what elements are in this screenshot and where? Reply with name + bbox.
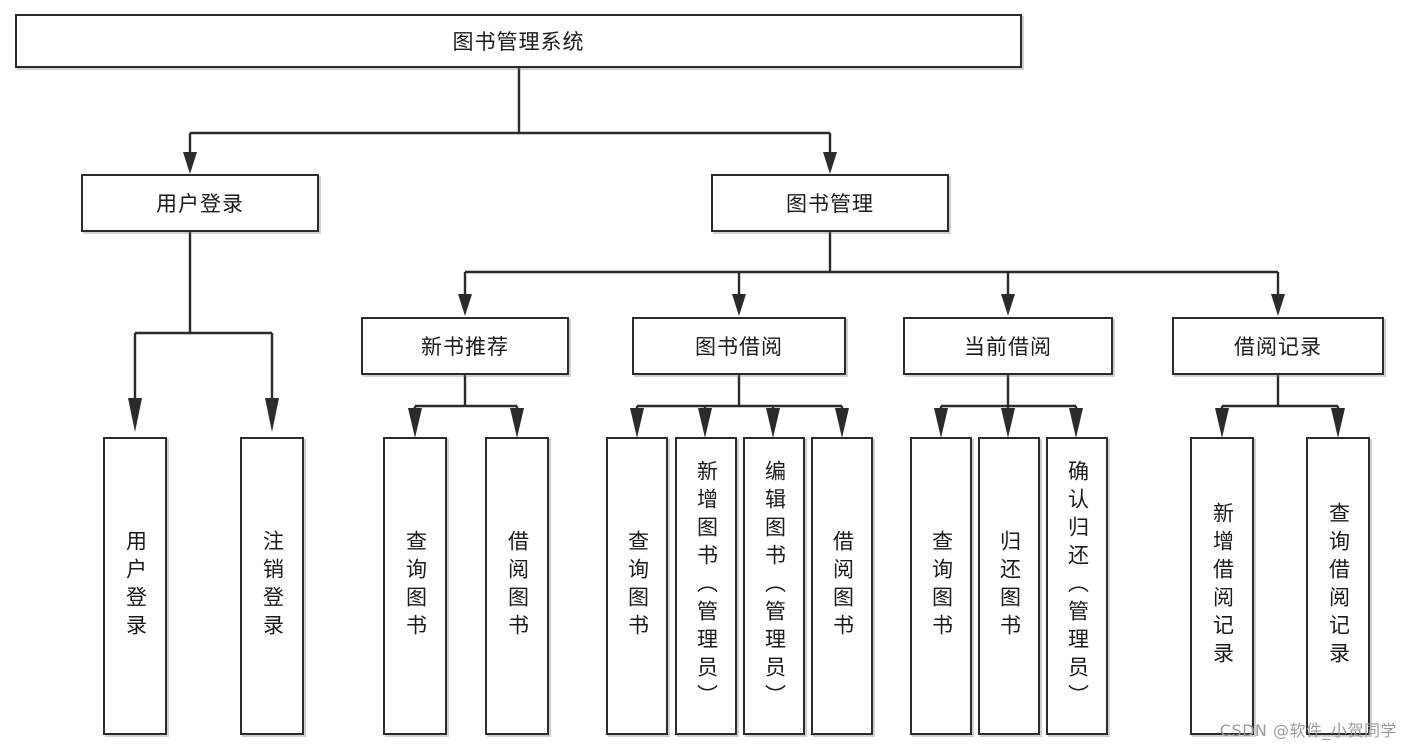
node-label: 用户登录 — [156, 192, 244, 216]
node-label: 新增借阅记录 — [1210, 502, 1235, 670]
node-label: 借阅图书 — [505, 530, 530, 642]
node-label: 查询借阅记录 — [1326, 502, 1351, 670]
leaf-borrow-add-book-admin[interactable]: 新增图书（管理员） — [675, 437, 737, 735]
node-label: 注销登录 — [260, 530, 285, 642]
leaf-newbook-borrow-book[interactable]: 借阅图书 — [485, 437, 549, 735]
arrow-userlogin-leaf1 — [128, 398, 142, 432]
leaf-newbook-query-book[interactable]: 查询图书 — [383, 437, 447, 735]
leaf-record-query-borrow-record[interactable]: 查询借阅记录 — [1306, 437, 1370, 735]
node-label: 新增图书（管理员） — [694, 460, 719, 712]
node-current-borrow[interactable]: 当前借阅 — [903, 317, 1113, 375]
arrow-borrow-l4 — [835, 408, 849, 438]
leaf-borrow-edit-book-admin[interactable]: 编辑图书（管理员） — [743, 437, 805, 735]
arrow-to-record — [1271, 294, 1285, 316]
node-book-management[interactable]: 图书管理 — [711, 174, 949, 232]
leaf-current-return-book[interactable]: 归还图书 — [978, 437, 1040, 735]
node-label: 归还图书 — [997, 530, 1022, 642]
node-label: 查询图书 — [625, 530, 650, 642]
node-new-book-recommend[interactable]: 新书推荐 — [361, 317, 569, 375]
arrow-current-l3 — [1069, 408, 1083, 438]
node-label: 图书借阅 — [695, 335, 783, 359]
node-label: 确认归还（管理员） — [1065, 460, 1090, 712]
arrow-borrow-l2 — [698, 408, 712, 438]
arrow-current-l1 — [934, 408, 948, 438]
leaf-borrow-query-book[interactable]: 查询图书 — [606, 437, 668, 735]
node-book-borrow[interactable]: 图书借阅 — [632, 317, 846, 375]
leaf-current-confirm-return-admin[interactable]: 确认归还（管理员） — [1046, 437, 1108, 735]
node-label: 查询图书 — [929, 530, 954, 642]
arrow-to-newbook — [458, 294, 472, 316]
node-label: 借阅记录 — [1234, 335, 1322, 359]
arrow-to-borrow — [732, 294, 746, 316]
leaf-record-add-borrow-record[interactable]: 新增借阅记录 — [1190, 437, 1254, 735]
node-label: 借阅图书 — [830, 530, 855, 642]
arrow-newbook-l2 — [510, 408, 524, 438]
arrow-borrow-l1 — [630, 408, 644, 438]
node-label: 当前借阅 — [964, 335, 1052, 359]
node-borrow-record[interactable]: 借阅记录 — [1172, 317, 1384, 375]
node-label: 用户登录 — [123, 530, 148, 642]
node-label: 图书管理 — [786, 192, 874, 216]
node-root-book-management-system[interactable]: 图书管理系统 — [15, 14, 1022, 68]
node-label: 编辑图书（管理员） — [762, 460, 787, 712]
arrow-current-l2 — [1001, 408, 1015, 438]
arrow-userlogin-leaf2 — [265, 398, 279, 432]
leaf-borrow-borrow-book[interactable]: 借阅图书 — [811, 437, 873, 735]
node-label: 新书推荐 — [421, 335, 509, 359]
arrow-newbook-l1 — [408, 408, 422, 438]
arrow-to-bookmgmt — [823, 152, 837, 174]
csdn-watermark: CSDN @软件_小贺同学 — [1219, 721, 1397, 740]
arrow-to-userlogin — [183, 152, 197, 174]
arrow-record-l2 — [1331, 408, 1345, 438]
arrow-to-current — [1001, 294, 1015, 316]
node-label: 查询图书 — [403, 530, 428, 642]
leaf-user-login[interactable]: 用户登录 — [103, 437, 167, 735]
leaf-logout[interactable]: 注销登录 — [240, 437, 304, 735]
arrow-borrow-l3 — [766, 408, 780, 438]
node-user-login[interactable]: 用户登录 — [81, 174, 319, 232]
arrow-record-l1 — [1215, 408, 1229, 438]
node-label: 图书管理系统 — [452, 30, 585, 54]
leaf-current-query-book[interactable]: 查询图书 — [910, 437, 972, 735]
